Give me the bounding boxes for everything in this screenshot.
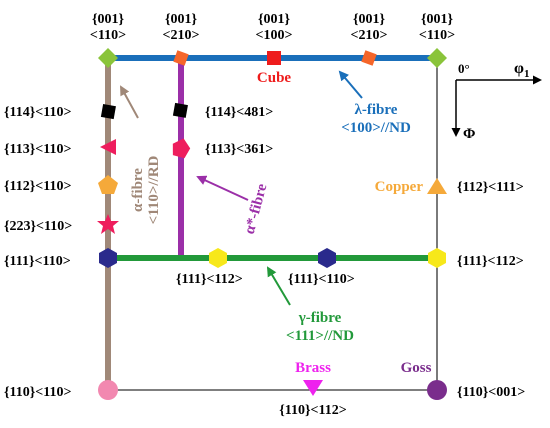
left-label-111-110: {111}<110> xyxy=(4,254,71,269)
gamma-fibre-name: γ-fibre xyxy=(298,310,342,326)
orange-001-210-left-marker xyxy=(173,50,189,66)
label-114-481: {114}<481> xyxy=(205,105,273,120)
yellow-111-112-right-marker xyxy=(428,248,446,268)
alpha-star-label-group: α*-fibre xyxy=(242,182,271,236)
left-label-113-110: {113}<110> xyxy=(4,142,71,157)
hexagon-111-110-right-marker xyxy=(318,248,336,268)
cube-label: Cube xyxy=(257,70,292,86)
top-label-1-line1: {001} xyxy=(92,12,125,27)
origin-label: 0° xyxy=(458,61,470,76)
top-label-5-line1: {001} xyxy=(421,12,454,27)
pink-110-110-marker xyxy=(98,380,118,400)
pentagon-112-110-marker xyxy=(98,175,118,194)
goss-label: Goss xyxy=(401,360,432,376)
texture-components xyxy=(97,48,447,400)
star-223-110-marker xyxy=(97,214,119,234)
alpha-star-fibre-name: α*-fibre xyxy=(242,182,271,236)
gamma-fibre-arrow xyxy=(266,266,291,306)
left-label-114-110: {114}<110> xyxy=(4,105,71,120)
top-label-4-line2: <210> xyxy=(351,28,388,43)
label-110-112: {110}<112> xyxy=(279,403,346,418)
gamma-component-labels: {111}<112> {111}<110> xyxy=(176,272,355,287)
orange-001-210-right-marker xyxy=(361,50,377,66)
top-label-1-line2: <110> xyxy=(90,28,126,43)
brass-label: Brass xyxy=(295,360,331,376)
triangle-113-110-marker xyxy=(100,139,116,155)
alpha-fibre-direction: <110>//RD xyxy=(146,155,162,224)
label-111-112-gamma: {111}<112> xyxy=(176,272,243,287)
section-frame xyxy=(108,58,438,391)
top-label-3-line2: <100> xyxy=(256,28,293,43)
gamma-fibre-direction: <111>//ND xyxy=(286,328,354,344)
right-labels: {112}<111> {111}<112> {110}<001> xyxy=(457,180,525,400)
top-label-4-line1: {001} xyxy=(353,12,386,27)
label-113-361: {113}<361> xyxy=(205,142,273,157)
black-114-481-marker xyxy=(172,102,188,118)
top-label-5-line2: <110> xyxy=(419,28,455,43)
top-label-3-line1: {001} xyxy=(258,12,291,27)
pink-113-361-marker xyxy=(172,138,191,159)
alpha-fibre-name: α-fibre xyxy=(130,168,146,212)
label-111-112-right: {111}<112> xyxy=(457,254,524,269)
label-112-111: {112}<111> xyxy=(457,180,524,195)
alpha-fibre-label-group: α-fibre <110>//RD xyxy=(130,155,162,224)
phi1-label: φ1 xyxy=(514,60,529,80)
hexagon-111-110-left-marker xyxy=(99,248,117,268)
alpha-star-fibre-arrow xyxy=(196,175,249,201)
alpha-star-component-labels: {114}<481> {113}<361> xyxy=(205,105,273,157)
Phi-label: Φ xyxy=(463,126,475,142)
brass-marker xyxy=(303,380,323,396)
alpha-fibre-arrow xyxy=(120,85,139,119)
black-114-110-marker xyxy=(100,104,116,120)
goss-marker xyxy=(427,380,447,400)
lambda-fibre-name: λ-fibre xyxy=(355,102,398,118)
yellow-111-112-left-marker xyxy=(209,248,227,268)
label-110-001: {110}<001> xyxy=(457,385,525,400)
left-label-110-110: {110}<110> xyxy=(4,385,71,400)
cube-marker xyxy=(267,51,281,65)
top-label-2-line2: <210> xyxy=(163,28,200,43)
copper-marker xyxy=(427,178,447,194)
copper-label: Copper xyxy=(375,179,424,195)
diamond-001-110-left-marker xyxy=(98,48,118,68)
left-label-112-110: {112}<110> xyxy=(4,179,71,194)
top-label-2-line1: {001} xyxy=(165,12,198,27)
lambda-fibre-arrow xyxy=(338,70,363,99)
top-labels: {001} <110> {001} <210> {001} <100> {001… xyxy=(90,12,455,43)
lambda-fibre-direction: <100>//ND xyxy=(341,120,411,136)
euler-axes-indicator: 0° φ1 Φ xyxy=(451,60,542,142)
label-111-110-gamma: {111}<110> xyxy=(288,272,355,287)
diamond-001-110-right-marker xyxy=(427,48,447,68)
left-labels: {114}<110> {113}<110> {112}<110> {223}<1… xyxy=(4,105,72,400)
left-label-223-110: {223}<110> xyxy=(4,219,72,234)
